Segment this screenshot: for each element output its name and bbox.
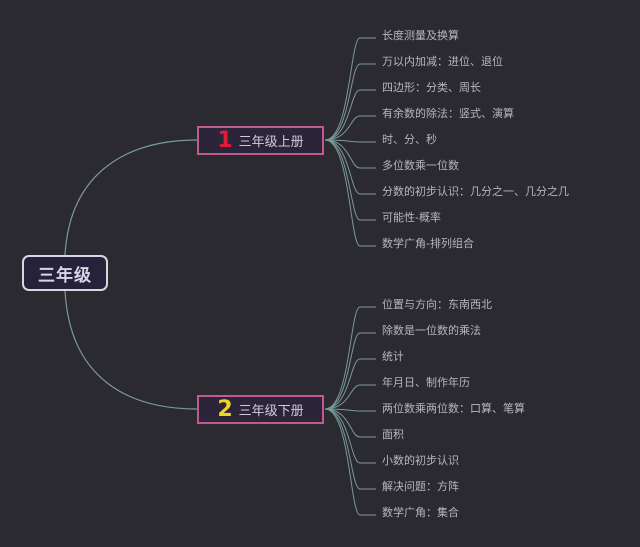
leaf-connector (324, 37, 376, 141)
leaf-item[interactable]: 长度测量及换算 (382, 29, 459, 42)
leaf-item[interactable]: 小数的初步认识 (382, 454, 459, 467)
leaf-connector (324, 408, 376, 516)
root-node[interactable]: 三年级 (22, 255, 108, 291)
leaf-connector (324, 139, 376, 169)
leaf-item[interactable]: 分数的初步认识：几分之一、几分之几 (382, 185, 569, 198)
branch-label-1: 三年级上册 (238, 135, 304, 150)
branch-node-1[interactable]: 1 三年级上册 (197, 126, 324, 155)
leaf-item[interactable]: 时、分、秒 (382, 133, 437, 146)
root-to-branch1-connector (64, 139, 198, 256)
leaf-item[interactable]: 可能性-概率 (382, 211, 441, 224)
root-label: 三年级 (38, 265, 92, 286)
leaf-connector (324, 139, 376, 143)
leaf-connector (324, 306, 376, 410)
leaf-item[interactable]: 数学广角：集合 (382, 506, 459, 519)
leaf-connector (324, 408, 376, 438)
branch-label-2: 三年级下册 (238, 404, 304, 419)
leaf-item[interactable]: 解决问题：方阵 (382, 480, 459, 493)
leaf-connector (324, 332, 376, 410)
leaf-connector (324, 89, 376, 141)
leaf-item[interactable]: 统计 (382, 350, 404, 363)
leaf-connector (324, 139, 376, 195)
leaf-item[interactable]: 多位数乘一位数 (382, 159, 459, 172)
branch1-leaf-connectors (324, 37, 376, 247)
root-to-branch2-connector (64, 290, 198, 410)
leaf-item[interactable]: 位置与方向：东南西北 (382, 298, 492, 311)
branch-node-2[interactable]: 2 三年级下册 (197, 395, 324, 424)
branch-number-2: 2 (217, 397, 233, 422)
leaf-connector (324, 63, 376, 141)
leaf-item[interactable]: 面积 (382, 428, 404, 441)
leaf-connector (324, 408, 376, 412)
leaf-item[interactable]: 数学广角-排列组合 (382, 237, 474, 250)
leaf-connector (324, 358, 376, 410)
leaf-item[interactable]: 除数是一位数的乘法 (382, 324, 481, 337)
leaf-connector (324, 384, 376, 410)
leaf-item[interactable]: 万以内加减：进位、退位 (382, 55, 503, 68)
leaf-item[interactable]: 四边形：分类、周长 (382, 81, 481, 94)
branch-number-1: 1 (217, 128, 233, 153)
leaf-connector (324, 408, 376, 464)
leaf-connector (324, 115, 376, 141)
leaf-item[interactable]: 两位数乘两位数：口算、笔算 (382, 402, 525, 415)
leaf-item[interactable]: 有余数的除法：竖式、演算 (382, 107, 514, 120)
leaf-item[interactable]: 年月日、制作年历 (382, 376, 470, 389)
branch2-leaf-connectors (324, 306, 376, 516)
leaf-connector (324, 139, 376, 247)
